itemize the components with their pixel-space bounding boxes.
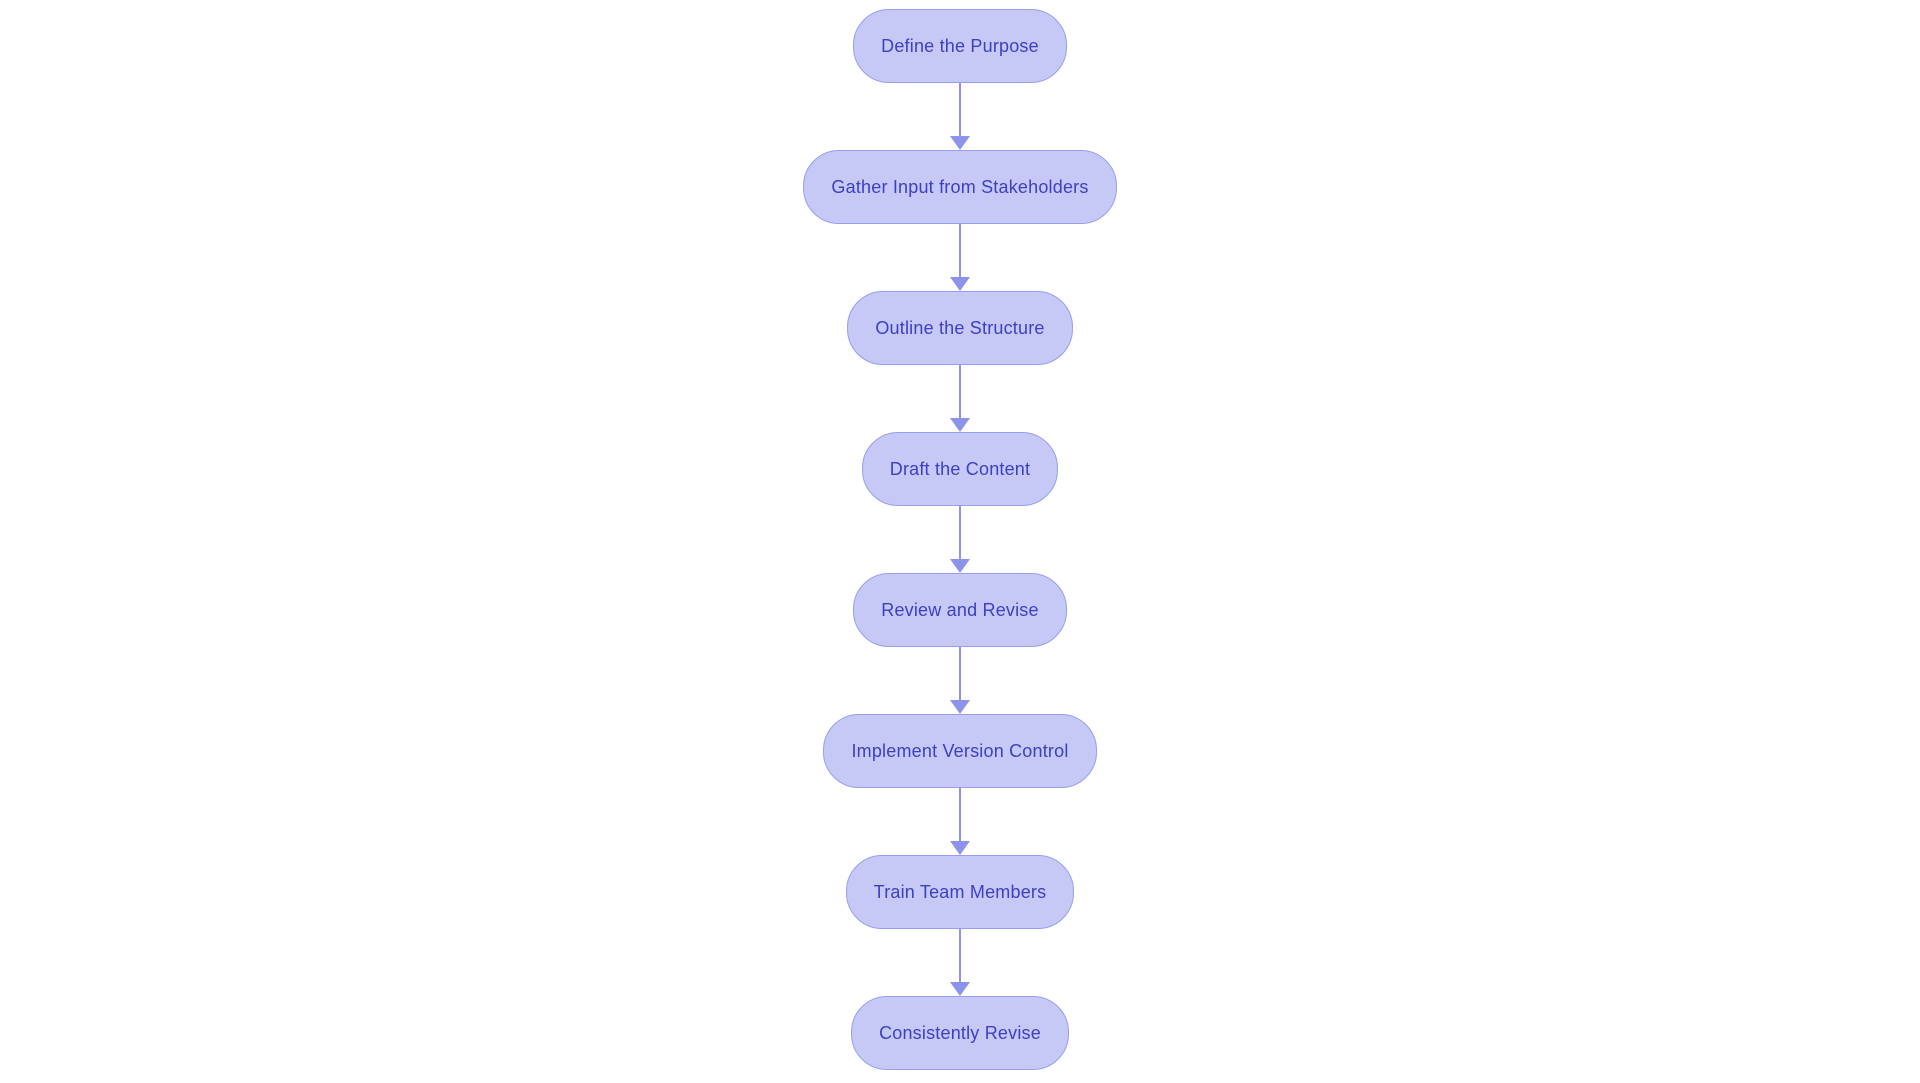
arrow-line (959, 83, 961, 136)
flow-node: Consistently Revise (851, 996, 1069, 1070)
arrow-head-icon (950, 277, 970, 291)
arrow-connector (950, 365, 970, 432)
arrow-line (959, 365, 961, 418)
flow-node: Gather Input from Stakeholders (803, 150, 1117, 224)
arrow-head-icon (950, 136, 970, 150)
arrow-connector (950, 83, 970, 150)
arrow-line (959, 929, 961, 982)
node-label: Draft the Content (889, 458, 1031, 479)
node-label: Review and Revise (881, 599, 1039, 620)
arrow-head-icon (950, 841, 970, 855)
arrow-head-icon (950, 982, 970, 996)
node-label: Define the Purpose (881, 35, 1039, 56)
node-label: Implement Version Control (851, 740, 1069, 761)
flow-node: Review and Revise (853, 573, 1067, 647)
arrow-head-icon (950, 700, 970, 714)
arrow-connector (950, 788, 970, 855)
arrow-line (959, 224, 961, 277)
flow-node: Define the Purpose (853, 9, 1067, 83)
arrow-connector (950, 506, 970, 573)
arrow-connector (950, 647, 970, 714)
arrow-head-icon (950, 418, 970, 432)
arrow-head-icon (950, 559, 970, 573)
node-label: Outline the Structure (875, 317, 1045, 338)
flow-node: Draft the Content (861, 432, 1059, 506)
flow-node: Train Team Members (845, 855, 1075, 929)
flow-node: Implement Version Control (823, 714, 1097, 788)
arrow-line (959, 506, 961, 559)
arrow-connector (950, 224, 970, 291)
flow-node: Outline the Structure (847, 291, 1073, 365)
node-label: Train Team Members (873, 881, 1047, 902)
arrow-line (959, 788, 961, 841)
arrow-connector (950, 929, 970, 996)
node-label: Consistently Revise (879, 1022, 1041, 1043)
arrow-line (959, 647, 961, 700)
node-label: Gather Input from Stakeholders (831, 176, 1089, 197)
